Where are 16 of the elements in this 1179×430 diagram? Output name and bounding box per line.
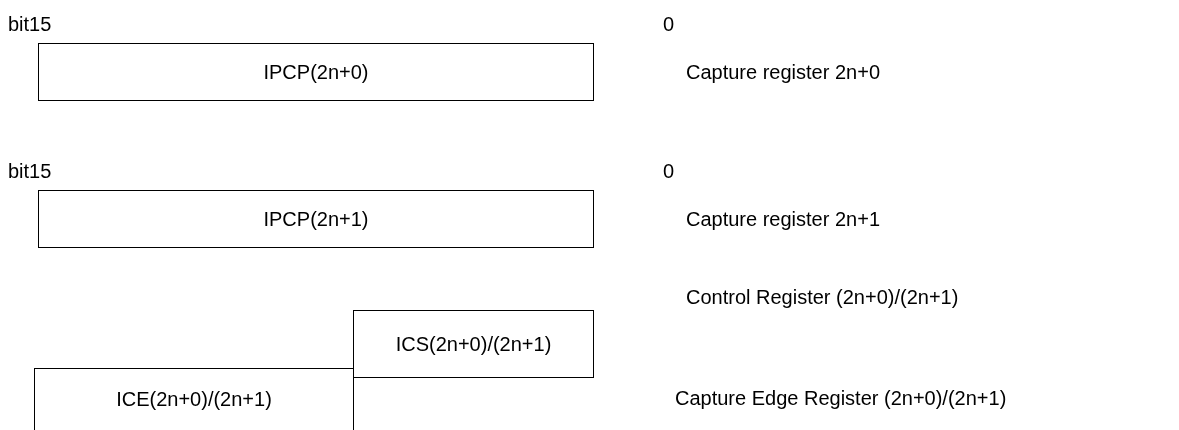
bit-label: bit15: [8, 159, 52, 183]
bit-index-label: 0: [663, 12, 675, 36]
bit-index-label: 0: [663, 159, 675, 183]
register-description: Capture register 2n+0: [686, 60, 880, 84]
register-name: IPCP(2n+0): [263, 60, 369, 84]
register-box: [38, 43, 594, 101]
register-description: Capture register 2n+1: [686, 207, 880, 231]
register-box: [38, 190, 594, 248]
register-name: ICS(2n+0)/(2n+1): [395, 332, 552, 356]
register-name: ICE(2n+0)/(2n+1): [116, 388, 272, 411]
register-description: Control Register (2n+0)/(2n+1): [686, 285, 959, 309]
bit-label: bit15: [8, 12, 52, 36]
register-box: [34, 368, 354, 430]
register-description: Capture Edge Register (2n+0)/(2n+1): [675, 386, 1007, 410]
register-box: [353, 310, 594, 378]
register-name: IPCP(2n+1): [263, 207, 369, 231]
